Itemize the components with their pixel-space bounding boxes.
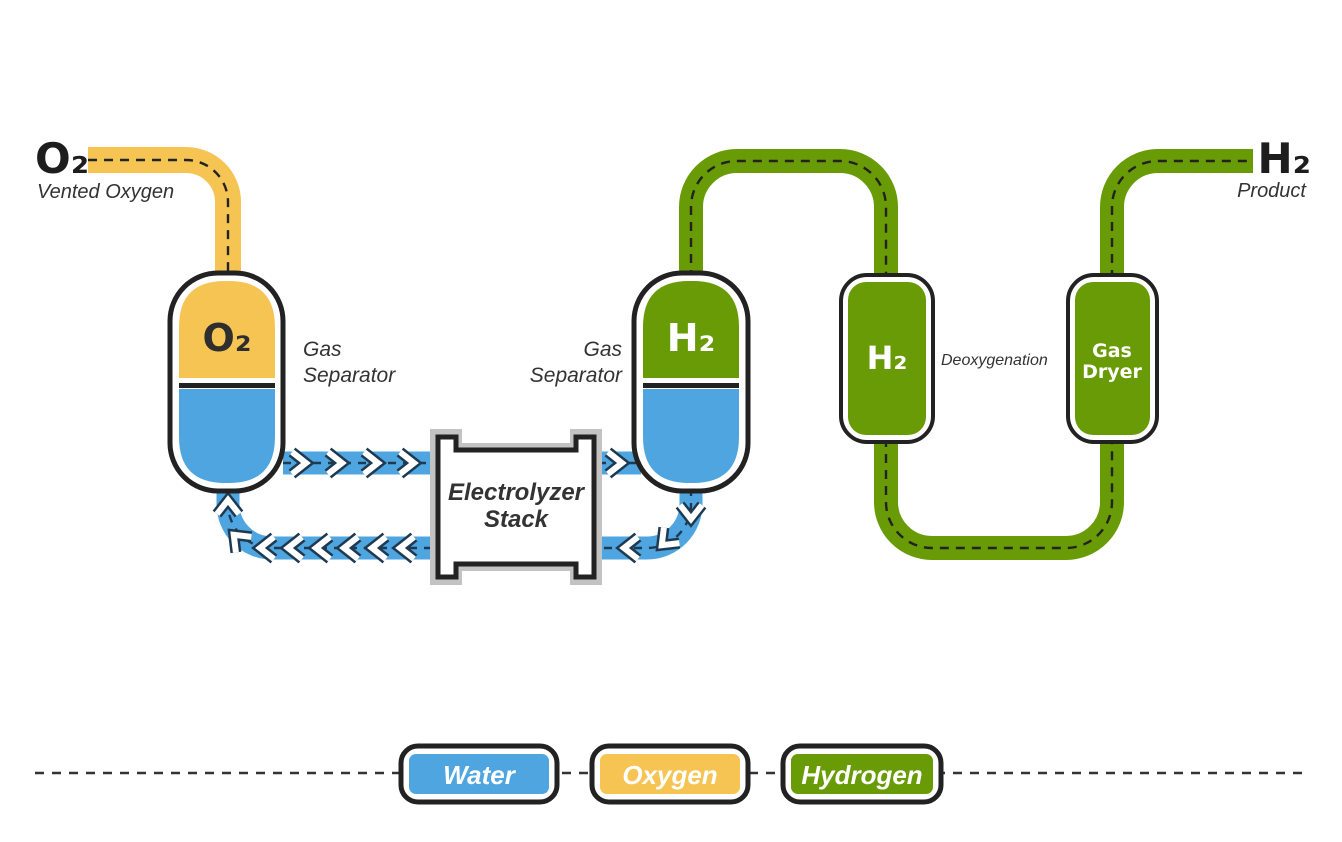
o2-gas-separator: O₂: [167, 270, 286, 494]
vented-oxygen-pipe: [88, 147, 241, 277]
stack-body: [435, 434, 597, 580]
h2-separator-caption-line2: Separator: [530, 364, 623, 387]
deoxygenation-vessel: H₂: [839, 273, 935, 444]
hydrogen-pipe: [679, 149, 898, 279]
hydrogen-pipe: [1100, 149, 1253, 279]
deoxygenation-caption: Deoxygenation: [941, 352, 1048, 369]
vented-oxygen-caption: Vented Oxygen: [37, 181, 174, 203]
gas-dryer-label-line1: Gas: [1092, 340, 1132, 362]
h2-separator-caption-line1: Gas: [583, 338, 622, 361]
vessel-waterline: [179, 383, 275, 388]
legend-label-hydrogen: Hydrogen: [801, 760, 922, 790]
vessel-water-section: [179, 389, 275, 483]
legend-label-oxygen: Oxygen: [622, 760, 717, 790]
vessel-fill: [848, 282, 926, 435]
hydrogen-pipe-separator-to-deox: [679, 149, 898, 279]
legend-chip-fill: [791, 754, 933, 794]
hydrogen-pipe: [874, 438, 1124, 560]
product-symbol: H₂: [1257, 134, 1311, 183]
hydrogen-pipe-dryer-to-product: [1100, 149, 1253, 279]
gas-dryer-vessel: Gas Dryer: [1066, 273, 1159, 444]
gas-dryer-label-line2: Dryer: [1082, 361, 1142, 383]
hydrogen-pipe-deox-to-dryer: [874, 438, 1124, 560]
vented-oxygen-symbol: O₂: [35, 134, 89, 183]
legend-label-water: Water: [443, 760, 517, 790]
legend-item-oxygen: Oxygen: [589, 743, 751, 805]
vented-oxygen-label: O₂ Vented Oxygen: [35, 134, 174, 203]
o2-separator-symbol: O₂: [203, 316, 252, 360]
hydrogen-pipe-dash: [884, 438, 1114, 550]
vessel-water-section: [643, 389, 739, 483]
electrolyzer-label-line1: Electrolyzer: [448, 479, 586, 506]
vessel-waterline: [643, 383, 739, 388]
o2-separator-caption-line1: Gas: [303, 338, 342, 361]
h2-separator-symbol: H₂: [667, 316, 715, 360]
hydrogen-pipe-dash: [689, 159, 888, 279]
product-caption: Product: [1237, 180, 1307, 202]
product-label: H₂ Product: [1237, 134, 1311, 202]
electrolyzer-stack: Electrolyzer Stack: [430, 429, 602, 585]
oxygen-pipe: [88, 147, 241, 277]
legend-item-water: Water: [398, 743, 560, 805]
vessel-gas-section: [643, 281, 739, 378]
legend-chip-fill: [600, 754, 740, 794]
legend-item-hydrogen: Hydrogen: [780, 743, 944, 805]
deoxygenation-symbol: H₂: [867, 339, 908, 377]
legend: Water Oxygen Hydrogen: [398, 743, 944, 805]
h2-gas-separator: H₂: [631, 270, 751, 494]
o2-separator-caption-line2: Separator: [303, 364, 396, 387]
electrolyzer-label-line2: Stack: [484, 506, 550, 533]
legend-chip-fill: [409, 754, 549, 794]
vessel-gas-section: [179, 281, 275, 378]
oxygen-pipe-dash: [88, 158, 230, 277]
vessel-fill: [1075, 282, 1150, 435]
